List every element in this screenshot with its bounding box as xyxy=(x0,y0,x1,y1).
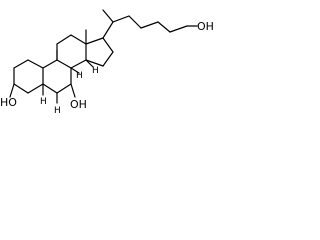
bond-s4 xyxy=(140,21,159,29)
bond-s2 xyxy=(112,15,130,23)
bond-a5 xyxy=(13,83,29,94)
bond-b5 xyxy=(42,83,58,94)
bond-c3 xyxy=(70,34,87,45)
bond-h-c9 xyxy=(70,67,80,74)
bond-b1 xyxy=(42,59,58,69)
bond-c5 xyxy=(70,59,87,69)
bond-b2 xyxy=(56,59,72,69)
label-h-c14: H xyxy=(92,66,99,76)
bond-s3 xyxy=(128,15,142,29)
bond-c2 xyxy=(56,34,72,45)
ring-b xyxy=(42,59,72,94)
bond-h-c14 xyxy=(85,59,94,68)
side-chain xyxy=(102,9,198,39)
bond-s6 xyxy=(169,25,188,33)
bond-7-oh xyxy=(70,83,76,98)
ring-d xyxy=(85,37,114,67)
bond-a4 xyxy=(27,83,44,94)
bond-d3 xyxy=(102,51,114,67)
bond-a2 xyxy=(27,59,44,69)
label-oh-bottom: OH xyxy=(70,98,87,111)
ring-a xyxy=(13,59,44,94)
bond-s1 xyxy=(102,21,114,39)
label-oh-right: OH xyxy=(197,20,214,33)
bond-3-oh xyxy=(9,83,15,98)
label-oh-left: HO xyxy=(0,96,17,109)
bond-s5 xyxy=(157,21,171,33)
structure-svg: HO OH OH H H H H xyxy=(0,9,214,116)
bond-b4 xyxy=(56,83,72,94)
bond-d2 xyxy=(102,37,114,53)
label-h-c9: H xyxy=(76,71,83,81)
label-h-c5: H xyxy=(40,97,47,107)
bond-s-methyl xyxy=(102,9,114,23)
bond-d1 xyxy=(85,37,104,45)
bond-d4 xyxy=(85,59,104,67)
bond-a1 xyxy=(13,59,29,69)
molecule-diagram: HO OH OH H H H H xyxy=(0,0,220,118)
label-h-c8: H xyxy=(54,106,61,116)
